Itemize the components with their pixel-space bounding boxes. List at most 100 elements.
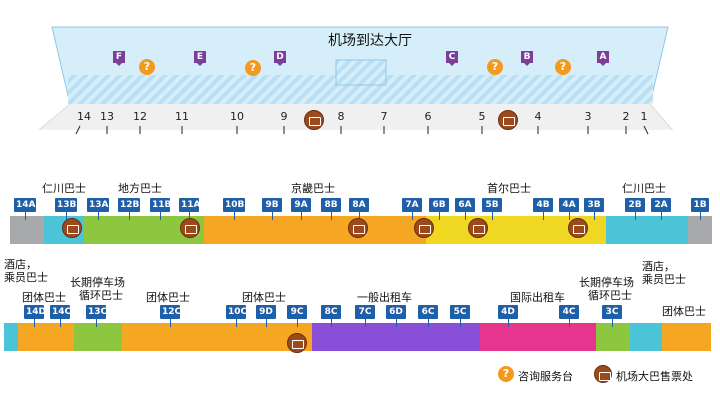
upper-bar-gyeonggi (204, 216, 426, 244)
zone-seoul-bus: 首尔巴士 (487, 182, 531, 195)
door-11: 11 (175, 110, 189, 123)
bus-stop-2b[interactable]: 2B (625, 198, 645, 220)
bus-stop-11a[interactable]: 11A (179, 198, 201, 220)
door-14: 14 (77, 110, 91, 123)
zone-gyeonggi-bus: 京畿巴士 (291, 182, 335, 195)
ticket-office-icon[interactable] (468, 218, 488, 238)
zone-incheon-bus-right: 仁川巴士 (622, 182, 666, 195)
bus-stop-13b[interactable]: 13B (55, 198, 77, 220)
legend-info-label: 咨询服务台 (518, 370, 573, 383)
gate-d-icon: D (274, 51, 286, 66)
door-2: 2 (622, 110, 630, 123)
ticket-office-icon[interactable] (348, 218, 368, 238)
zone-hotel-line1: 酒店， (642, 260, 675, 273)
bus-stop-4b[interactable]: 4B (533, 198, 553, 220)
bus-stop-14d[interactable]: 14D (24, 305, 46, 327)
bus-stop-9a[interactable]: 9A (291, 198, 311, 220)
zone-group-bus-2: 团体巴士 (146, 291, 190, 304)
bus-stop-9c[interactable]: 9C (287, 305, 307, 327)
zone-hotel-shuttle-right: 酒店， 乘员巴士 (642, 260, 686, 286)
lower-bar-hotel (4, 323, 18, 351)
bus-stop-12c[interactable]: 12C (160, 305, 182, 327)
info-desk-icon[interactable]: ? (555, 59, 571, 75)
bus-stop-4d[interactable]: 4D (498, 305, 518, 327)
gate-c-icon: C (446, 51, 458, 66)
door-10: 10 (230, 110, 244, 123)
bus-stop-6d[interactable]: 6D (386, 305, 406, 327)
bus-stop-4c[interactable]: 4C (559, 305, 579, 327)
info-desk-icon: ? (498, 366, 514, 382)
bus-stop-8c[interactable]: 8C (321, 305, 341, 327)
zone-long-parking-line1: 长期停车场 (579, 276, 634, 289)
bus-stop-6b[interactable]: 6B (429, 198, 449, 220)
bus-stop-11b[interactable]: 11B (150, 198, 172, 220)
zone-incheon-bus-left: 仁川巴士 (42, 182, 86, 195)
bus-stop-7a[interactable]: 7A (402, 198, 422, 220)
bus-stop-9d[interactable]: 9D (256, 305, 276, 327)
door-13: 13 (100, 110, 114, 123)
bus-stop-8b[interactable]: 8B (321, 198, 341, 220)
zone-general-taxi: 一般出租车 (357, 291, 412, 304)
bus-stop-4a[interactable]: 4A (559, 198, 579, 220)
zone-local-bus: 地方巴士 (118, 182, 162, 195)
bus-stop-3c[interactable]: 3C (602, 305, 622, 327)
ticket-office-icon[interactable] (62, 218, 82, 238)
upper-bar-gray-right (688, 216, 712, 244)
bus-stop-7c[interactable]: 7C (355, 305, 375, 327)
door-8: 8 (337, 110, 345, 123)
lower-bar-general-taxi (312, 323, 480, 351)
ticket-office-icon[interactable] (498, 110, 518, 130)
door-7: 7 (380, 110, 388, 123)
zone-group-bus-1: 团体巴士 (22, 291, 66, 304)
lower-bar-intl-taxi (480, 323, 596, 351)
door-1: 1 (640, 110, 648, 123)
ticket-office-icon[interactable] (180, 218, 200, 238)
lower-bar-group-2 (122, 323, 218, 351)
door-5: 5 (478, 110, 486, 123)
exit-arrows (75, 125, 649, 135)
gate-f-icon: F (113, 51, 125, 66)
lower-bar-hotel-right (630, 323, 662, 351)
door-12: 12 (133, 110, 147, 123)
gate-a-icon: A (597, 51, 609, 66)
bus-stop-6a[interactable]: 6A (455, 198, 475, 220)
upper-bar-gray (10, 216, 44, 244)
bus-stop-10b[interactable]: 10B (223, 198, 245, 220)
zone-long-parking-line2: 循环巴士 (79, 289, 123, 302)
zone-long-parking-line1: 长期停车场 (70, 276, 125, 289)
lower-bar-group-4 (662, 323, 711, 351)
bus-stop-12b[interactable]: 12B (118, 198, 140, 220)
bus-stop-8a[interactable]: 8A (349, 198, 369, 220)
bus-stop-14a[interactable]: 14A (14, 198, 36, 220)
ticket-office-icon (594, 365, 612, 383)
info-desk-icon[interactable]: ? (139, 59, 155, 75)
bus-stop-13c[interactable]: 13C (86, 305, 108, 327)
zone-hotel-line2: 乘员巴士 (642, 273, 686, 286)
door-4: 4 (534, 110, 542, 123)
zone-group-bus-4: 团体巴士 (662, 305, 706, 318)
ticket-office-icon[interactable] (304, 110, 324, 130)
ticket-office-icon[interactable] (414, 218, 434, 238)
zone-hotel-line2: 乘员巴士 (4, 271, 48, 284)
bus-stop-13a[interactable]: 13A (87, 198, 109, 220)
ticket-office-icon[interactable] (568, 218, 588, 238)
bus-stop-9b[interactable]: 9B (262, 198, 282, 220)
zone-hotel-shuttle-left: 酒店， 乘员巴士 (4, 258, 48, 284)
lower-bar-long-parking-right (596, 323, 630, 351)
bus-stop-2a[interactable]: 2A (651, 198, 671, 220)
zone-long-parking-left: 长期停车场 循环巴士 (70, 276, 125, 302)
gate-e-icon: E (194, 51, 206, 66)
bus-stop-3b[interactable]: 3B (584, 198, 604, 220)
door-3: 3 (584, 110, 592, 123)
bus-stop-5b[interactable]: 5B (482, 198, 502, 220)
upper-bar-incheon-right (606, 216, 688, 244)
ticket-office-icon[interactable] (287, 333, 307, 353)
bus-stop-10c[interactable]: 10C (226, 305, 248, 327)
bus-stop-14c[interactable]: 14C (50, 305, 72, 327)
info-desk-icon[interactable]: ? (487, 59, 503, 75)
zone-group-bus-3: 团体巴士 (242, 291, 286, 304)
bus-stop-5c[interactable]: 5C (450, 305, 470, 327)
bus-stop-1b[interactable]: 1B (691, 198, 709, 220)
bus-stop-6c[interactable]: 6C (418, 305, 438, 327)
info-desk-icon[interactable]: ? (245, 60, 261, 76)
